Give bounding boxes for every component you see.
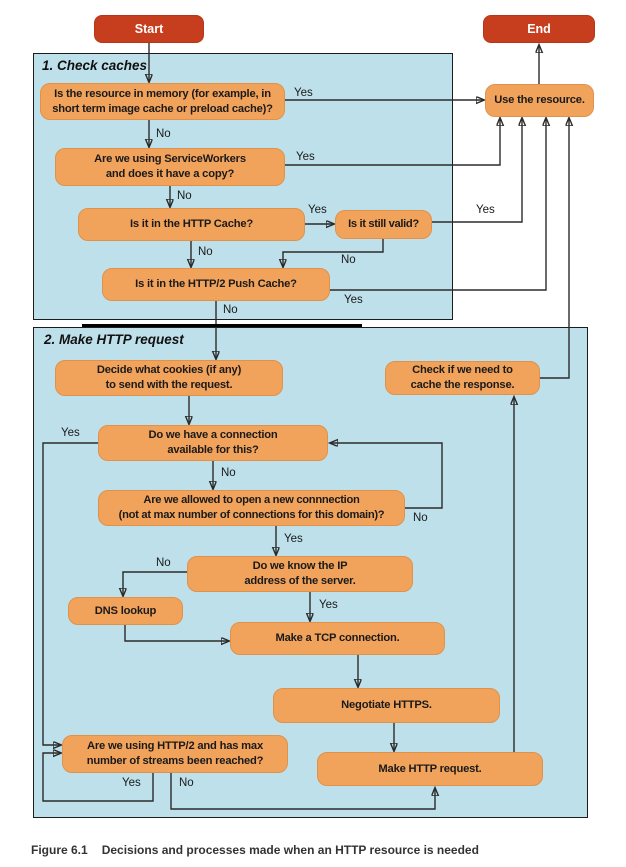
node-still-valid: Is it still valid? — [335, 210, 432, 239]
node-http2-max-streams-label: Are we using HTTP/2 and has max number o… — [86, 740, 264, 767]
edge-label-service-workers-no: No — [177, 190, 192, 202]
edge-label-allowed-no: No — [413, 512, 428, 524]
node-make-http-request: Make HTTP request. — [317, 752, 543, 786]
node-http2-max-streams: Are we using HTTP/2 and has max number o… — [62, 735, 288, 773]
node-check-cache-response-label: Check if we need to cache the response. — [410, 364, 515, 391]
node-http-cache-label: Is it in the HTTP Cache? — [129, 218, 254, 231]
node-negotiate-https-label: Negotiate HTTPS. — [341, 699, 432, 712]
edge-label-service-workers-yes: Yes — [296, 151, 315, 163]
terminal-start-label: Start — [134, 22, 164, 36]
terminal-end-label: End — [527, 22, 551, 36]
node-decide-cookies-label: Decide what cookies (if any) to send wit… — [96, 364, 242, 391]
node-know-ip-label: Do we know the IP address of the server. — [244, 560, 356, 587]
figure-caption-number: Figure 6.1 — [31, 843, 88, 857]
edge-label-http-cache-no: No — [198, 246, 213, 258]
edge-label-know-ip-yes: Yes — [319, 599, 338, 611]
node-dns-lookup-label: DNS lookup — [94, 604, 157, 617]
node-still-valid-label: Is it still valid? — [348, 218, 419, 231]
node-allowed-new-connection: Are we allowed to open a new connnection… — [98, 490, 405, 526]
figure-caption: Figure 6.1 Decisions and processes made w… — [31, 843, 479, 857]
edge-label-in-memory-no: No — [156, 128, 171, 140]
edge-label-know-ip-no: No — [156, 557, 171, 569]
node-push-cache: Is it in the HTTP/2 Push Cache? — [102, 268, 330, 301]
node-dns-lookup: DNS lookup — [68, 597, 183, 625]
edge-label-still-valid-yes: Yes — [476, 204, 495, 216]
node-make-http-request-label: Make HTTP request. — [378, 762, 482, 775]
node-decide-cookies: Decide what cookies (if any) to send wit… — [55, 360, 283, 396]
node-in-memory-label: Is the resource in memory (for example, … — [52, 87, 273, 115]
node-connection-available: Do we have a connection available for th… — [98, 425, 328, 461]
edge-label-in-memory-yes: Yes — [294, 87, 313, 99]
node-in-memory: Is the resource in memory (for example, … — [40, 83, 285, 120]
figure-caption-text: Decisions and processes made when an HTT… — [101, 843, 479, 857]
node-negotiate-https: Negotiate HTTPS. — [273, 688, 500, 723]
terminal-end: End — [483, 15, 595, 43]
edge-label-http2-yes: Yes — [122, 777, 141, 789]
node-allowed-new-connection-label: Are we allowed to open a new connnection… — [118, 494, 385, 521]
section-title-check-caches: 1. Check caches — [42, 58, 148, 73]
node-connection-available-label: Do we have a connection available for th… — [148, 429, 278, 456]
edge-label-http2-no: No — [179, 777, 194, 789]
node-use-resource: Use the resource. — [485, 84, 594, 117]
edge-label-connection-yes: Yes — [61, 427, 80, 439]
node-service-workers-label: Are we using ServiceWorkers and does it … — [94, 153, 246, 180]
edge-label-connection-no: No — [221, 467, 236, 479]
node-tcp-connection: Make a TCP connection. — [230, 622, 445, 655]
terminal-start: Start — [94, 15, 204, 43]
edge-label-push-cache-yes: Yes — [344, 294, 363, 306]
node-tcp-connection-label: Make a TCP connection. — [275, 632, 400, 645]
node-service-workers: Are we using ServiceWorkers and does it … — [55, 148, 285, 186]
edge-label-http-cache-yes: Yes — [308, 204, 327, 216]
node-push-cache-label: Is it in the HTTP/2 Push Cache? — [135, 278, 297, 291]
node-check-cache-response: Check if we need to cache the response. — [385, 361, 540, 395]
node-use-resource-label: Use the resource. — [494, 94, 585, 107]
edge-label-allowed-yes: Yes — [284, 533, 303, 545]
section-title-make-request: 2. Make HTTP request — [44, 332, 184, 347]
edge-label-push-cache-no: No — [223, 304, 238, 316]
node-http-cache: Is it in the HTTP Cache? — [78, 208, 305, 241]
edge-label-still-valid-no: No — [341, 254, 356, 266]
node-know-ip: Do we know the IP address of the server. — [187, 556, 413, 592]
